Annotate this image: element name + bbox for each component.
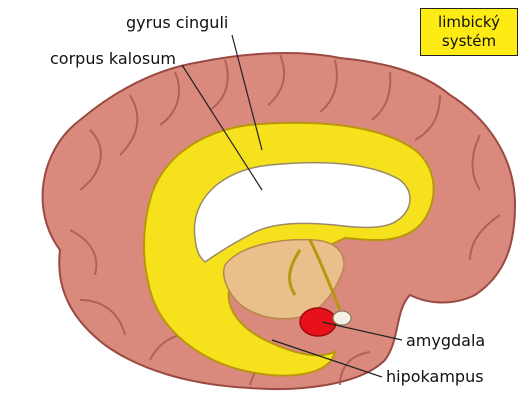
title-line-1: limbický (421, 13, 517, 32)
mammillary-body (333, 311, 351, 325)
label-corpus-kalosum: corpus kalosum (50, 50, 176, 68)
label-gyrus-cinguli: gyrus cinguli (126, 14, 228, 32)
label-hipokampus: hipokampus (386, 368, 484, 386)
label-amygdala: amygdala (406, 332, 485, 350)
title-box: limbický systém (420, 8, 518, 56)
amygdala (300, 308, 336, 336)
title-line-2: systém (421, 32, 517, 51)
